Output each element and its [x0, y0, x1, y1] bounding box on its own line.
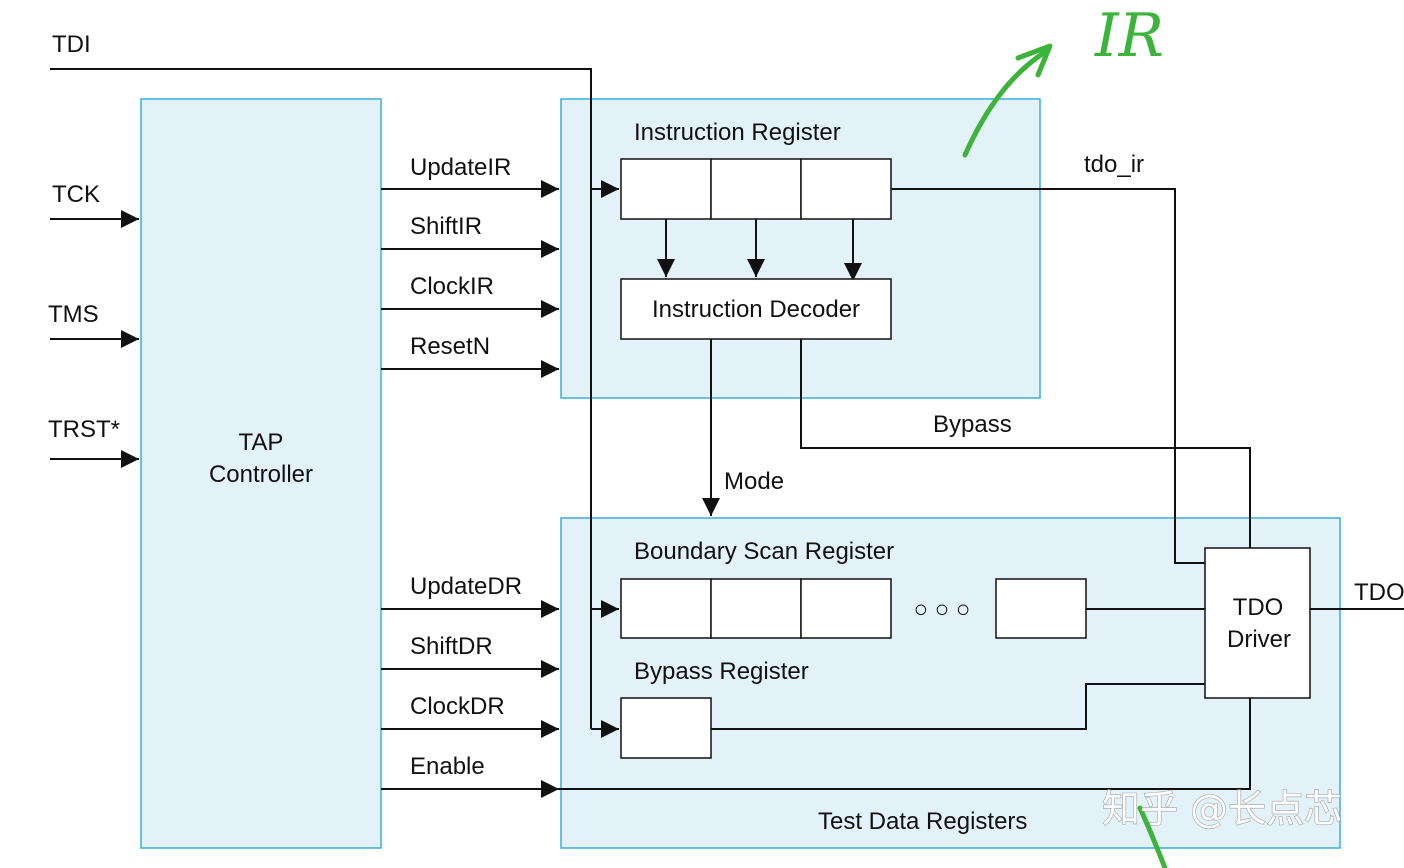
annotation-stroke-bottom [1137, 805, 1168, 868]
tdo-driver-subtitle: Driver [1227, 626, 1291, 653]
clockir-label: ClockIR [410, 273, 494, 300]
shiftdr-label: ShiftDR [410, 633, 493, 660]
bsr-cell [800, 578, 892, 639]
bsr-ellipsis: ○ ○ ○ [914, 596, 971, 623]
ir-cell [800, 158, 892, 220]
watermark: 知乎 @长点芯 [1102, 787, 1342, 831]
annotation-arrow-shaft [962, 49, 1048, 158]
annotation-arrow-head [1015, 43, 1053, 78]
ir-cell [710, 158, 802, 220]
instruction-decoder-box [620, 278, 892, 340]
tms-label: TMS [48, 301, 99, 328]
instruction-decoder-label: Instruction Decoder [652, 296, 860, 323]
tdo-driver-title: TDO [1233, 594, 1284, 621]
updateir-label: UpdateIR [410, 154, 511, 181]
bypass-register-cell [620, 697, 712, 759]
resetn-label: ResetN [410, 333, 490, 360]
instruction-register-title: Instruction Register [634, 119, 841, 146]
tap-controller-title: TAP [239, 429, 284, 456]
bsr-last-cell [995, 578, 1087, 639]
handwritten-ir-annotation: IR [962, 1, 1168, 868]
tdi-label: TDI [52, 31, 91, 58]
bypass-control-wire [800, 339, 1251, 548]
bsr-cell [710, 578, 802, 639]
bypass-label: Bypass [933, 411, 1012, 438]
test-data-registers-title: Test Data Registers [818, 808, 1027, 835]
bypass-to-driver-wire [711, 683, 1205, 730]
tck-label: TCK [52, 181, 100, 208]
bsr-cell [620, 578, 712, 639]
handwritten-ir-text: IR [1094, 1, 1164, 71]
shiftir-label: ShiftIR [410, 213, 482, 240]
enable-to-driver-wire [559, 698, 1251, 790]
updatedr-label: UpdateDR [410, 573, 522, 600]
tdo-output-label: TDO [1354, 579, 1404, 606]
ir-cell [620, 158, 712, 220]
boundary-scan-register-title: Boundary Scan Register [634, 538, 894, 565]
mode-label: Mode [724, 468, 784, 495]
tdo-ir-wire [891, 188, 1205, 564]
tdo-ir-label: tdo_ir [1084, 151, 1144, 178]
enable-label: Enable [410, 753, 485, 780]
trst-label: TRST* [48, 416, 120, 443]
tap-controller-subtitle: Controller [209, 461, 313, 488]
tap-controller-block [140, 98, 382, 849]
tdo-driver-box [1204, 547, 1311, 699]
clockdr-label: ClockDR [410, 693, 505, 720]
tdi-wire [50, 68, 592, 729]
bypass-register-title: Bypass Register [634, 658, 809, 685]
